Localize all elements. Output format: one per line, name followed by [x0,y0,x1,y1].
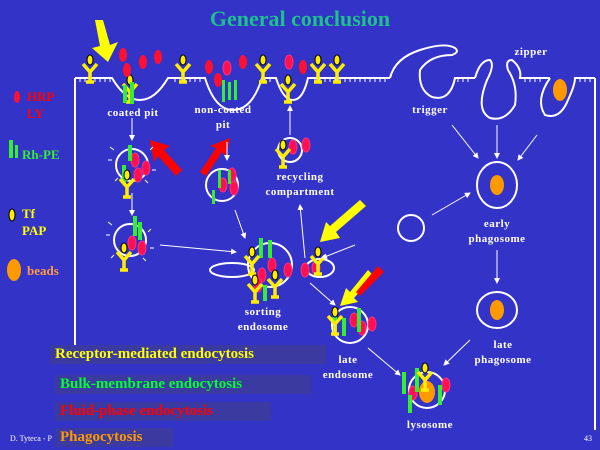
label-sorting-endosome: sorting endosome [228,305,298,335]
label-line: late [338,354,358,366]
label-line: sorting [244,306,282,318]
pathway-phagocytosis: Phagocytosis [55,428,173,447]
yellow-arrow [340,270,374,306]
membrane-ticks [79,78,591,82]
label-line: late [493,339,513,351]
label-line: recycling [276,171,324,183]
label-late-endosome: late endosome [316,353,380,383]
yellow-arrow [320,200,366,242]
label-zipper: zipper [514,46,548,58]
legend-tf: Tf PAP [22,205,46,239]
legend-hrp: HRP LY [27,88,54,122]
label-line: phagosome [468,233,526,245]
label-lysosome: lysosome [406,419,454,431]
legend-rh-pe: Rh-PE [22,147,60,162]
receptor-icon [279,73,297,104]
footer-author: D. Tyteca - P [10,434,52,443]
label-line: pit [215,119,231,131]
legend-beads: beads [27,263,59,278]
red-arrow [150,140,182,176]
slide-title: General conclusion [209,6,391,31]
rh-pe-bars [123,80,237,104]
label-line: endosome [237,321,289,333]
label-early-phagosome: early phagosome [460,217,534,247]
label-non-coated-pit: non-coated pit [188,103,258,133]
red-arrow [356,266,384,296]
label-line: non-coated [194,104,252,116]
legend-pap-label: PAP [22,223,47,238]
pathway-receptor-mediated: Receptor-mediated endocytosis [50,345,326,364]
label-line: endosome [322,369,374,381]
bead-icon [7,79,567,403]
label-line: compartment [265,186,335,198]
label-line: phagosome [474,354,532,366]
label-trigger: trigger [412,104,448,116]
legend-ly-label: LY [27,106,44,121]
label-coated-pit: coated pit [107,107,159,119]
red-arrow [200,138,230,176]
label-late-phagosome: late phagosome [466,338,540,368]
pathway-bulk-membrane: Bulk-membrane endocytosis [55,375,311,394]
rh-pe-legend-icon [9,140,13,158]
label-line: early [483,218,511,230]
label-recycling-compartment: recycling compartment [255,170,345,200]
legend-hrp-label: HRP [27,89,55,104]
yellow-arrow [92,20,118,62]
legend-tf-label: Tf [22,206,35,221]
cell-membrane [74,44,596,430]
tf-legend-icon [8,208,16,222]
page-number: 43 [584,434,592,443]
hrp-legend-icon [14,91,20,103]
pathway-fluid-phase: Fluid-phase endocytosis [55,402,271,421]
